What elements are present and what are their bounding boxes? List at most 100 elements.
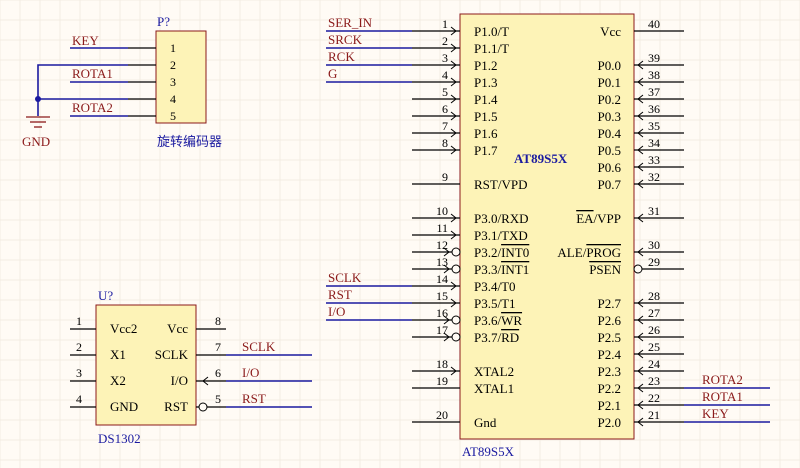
encoder-body (155, 30, 207, 124)
mcu-right-pin-number: 21 (648, 408, 660, 422)
mcu-left-pin-label: RST/VPD (474, 177, 527, 192)
junction-dot (35, 96, 41, 102)
pin-arrow (443, 332, 450, 342)
mcu-right-pin-label: ALE/PROG (557, 245, 621, 260)
rtc-net-label: SCLK (242, 339, 276, 354)
pin-arrow (450, 366, 457, 376)
encoder-net-rota1: ROTA1 (72, 66, 113, 81)
mcu-right-pin-number: 27 (648, 306, 660, 320)
mcu-left-net-label: I/O (328, 304, 345, 319)
mcu-right-pin-label: P0.7 (598, 177, 622, 192)
mcu-left-pin-label: P3.5/T1 (474, 296, 516, 311)
mcu-right-pin-number: 23 (648, 374, 660, 388)
mcu-left-net-label: SCLK (328, 270, 362, 285)
rtc-net-label: RST (242, 391, 266, 406)
rtc-name: DS1302 (98, 431, 141, 446)
rtc-left-pin-label: Vcc2 (110, 321, 137, 336)
mcu-right-pin-label: P2.4 (598, 347, 622, 362)
ground-net-label: GND (22, 134, 50, 149)
pin-arrow (450, 94, 457, 104)
rtc-designator: U? (98, 288, 113, 303)
pin-arrow (637, 315, 644, 325)
mcu-right-pin-label: P2.3 (598, 364, 621, 379)
mcu-designator: AT89S5X (462, 444, 515, 459)
mcu-right-pin-label: Vcc (600, 24, 621, 39)
mcu-left-pin-label: P3.4/T0 (474, 279, 516, 294)
mcu-left-pin-number: 7 (442, 119, 448, 133)
mcu-right-pin-label: P0.3 (598, 109, 621, 124)
pin-arrow (637, 213, 644, 223)
mcu-left-pin-label: P3.6/WR (474, 313, 522, 328)
mcu-right-pin-number: 34 (648, 136, 660, 150)
pin-arrow (443, 315, 450, 325)
mcu-left-pin-number: 11 (436, 221, 448, 235)
mcu-right-pin-label: P0.5 (598, 143, 621, 158)
pin-arrow (637, 162, 644, 172)
mcu-left-pin-label: XTAL1 (474, 381, 514, 396)
mcu-right-net-label: ROTA1 (702, 389, 743, 404)
mcu-left-pin-number: 14 (436, 272, 448, 286)
encoder-pin-number: 5 (170, 109, 176, 123)
mcu-left-pin-number: 9 (442, 170, 448, 184)
pin-arrow (450, 145, 457, 155)
mcu-right-pin-label: P0.2 (598, 92, 621, 107)
rtc-left-pin-number: 2 (76, 340, 82, 354)
mcu-right-pin-label: P0.0 (598, 58, 621, 73)
inverting-bubble (451, 315, 461, 325)
mcu-right-net-label: ROTA2 (702, 372, 743, 387)
mcu-right-pin-number: 38 (648, 68, 660, 82)
pin-arrow (637, 77, 644, 87)
mcu-left-pin-label: Gnd (474, 415, 497, 430)
mcu-right-pin-number: 29 (648, 255, 660, 269)
mcu-right-pin-number: 39 (648, 51, 660, 65)
pin-arrow (450, 281, 457, 291)
mcu-left-pin-label: P1.6 (474, 126, 498, 141)
pin-arrow (637, 400, 644, 410)
mcu-left-pin-label: P1.7 (474, 143, 498, 158)
mcu-right-pin-number: 24 (648, 357, 660, 371)
rtc-right-pin-number: 6 (215, 366, 221, 380)
encoder-net-rota2: ROTA2 (72, 100, 113, 115)
mcu-left-pin-number: 4 (442, 68, 448, 82)
pin-arrow (450, 128, 457, 138)
pin-arrow (443, 264, 450, 274)
mcu-right-pin-number: 30 (648, 238, 660, 252)
rtc-left-pin-label: X1 (110, 347, 126, 362)
pin-arrow (450, 26, 457, 36)
mcu-right-pin-number: 36 (648, 102, 660, 116)
wire-encoder-ground (37, 64, 128, 100)
mcu-left-pin-number: 10 (436, 204, 448, 218)
mcu-name: AT89S5X (514, 151, 568, 166)
ground-symbol (26, 116, 50, 128)
mcu-right-pin-label: P2.0 (598, 415, 621, 430)
rtc-left-pin-number: 4 (76, 392, 82, 406)
encoder-name: 旋转编码器 (157, 135, 222, 150)
mcu-right-pin-number: 40 (648, 17, 660, 31)
pin-arrow (637, 179, 644, 189)
mcu-left-net-label: SRCK (328, 32, 363, 47)
pin-arrow (202, 376, 209, 386)
mcu-right-pin-label: P0.6 (598, 160, 622, 175)
mcu-right-pin-label: P2.6 (598, 313, 622, 328)
mcu-left-pin-number: 18 (436, 357, 448, 371)
pin-arrow (637, 349, 644, 359)
rtc-left-pin-number: 1 (76, 314, 82, 328)
rtc-left-pin-label: X2 (110, 373, 126, 388)
inverting-bubble (451, 264, 461, 274)
mcu-right-net-label: KEY (702, 406, 729, 421)
rtc-left-pin-number: 3 (76, 366, 82, 380)
mcu-left-net-label: G (328, 66, 337, 81)
inverting-bubble (451, 247, 461, 257)
mcu-left-pin-label: P1.3 (474, 75, 497, 90)
rtc-right-pin-number: 7 (215, 340, 221, 354)
pin-arrow (443, 247, 450, 257)
pin-arrow (637, 94, 644, 104)
pin-arrow (450, 77, 457, 87)
mcu-body (459, 13, 635, 440)
encoder-pin-number: 2 (170, 58, 176, 72)
inverting-bubble (198, 402, 208, 412)
